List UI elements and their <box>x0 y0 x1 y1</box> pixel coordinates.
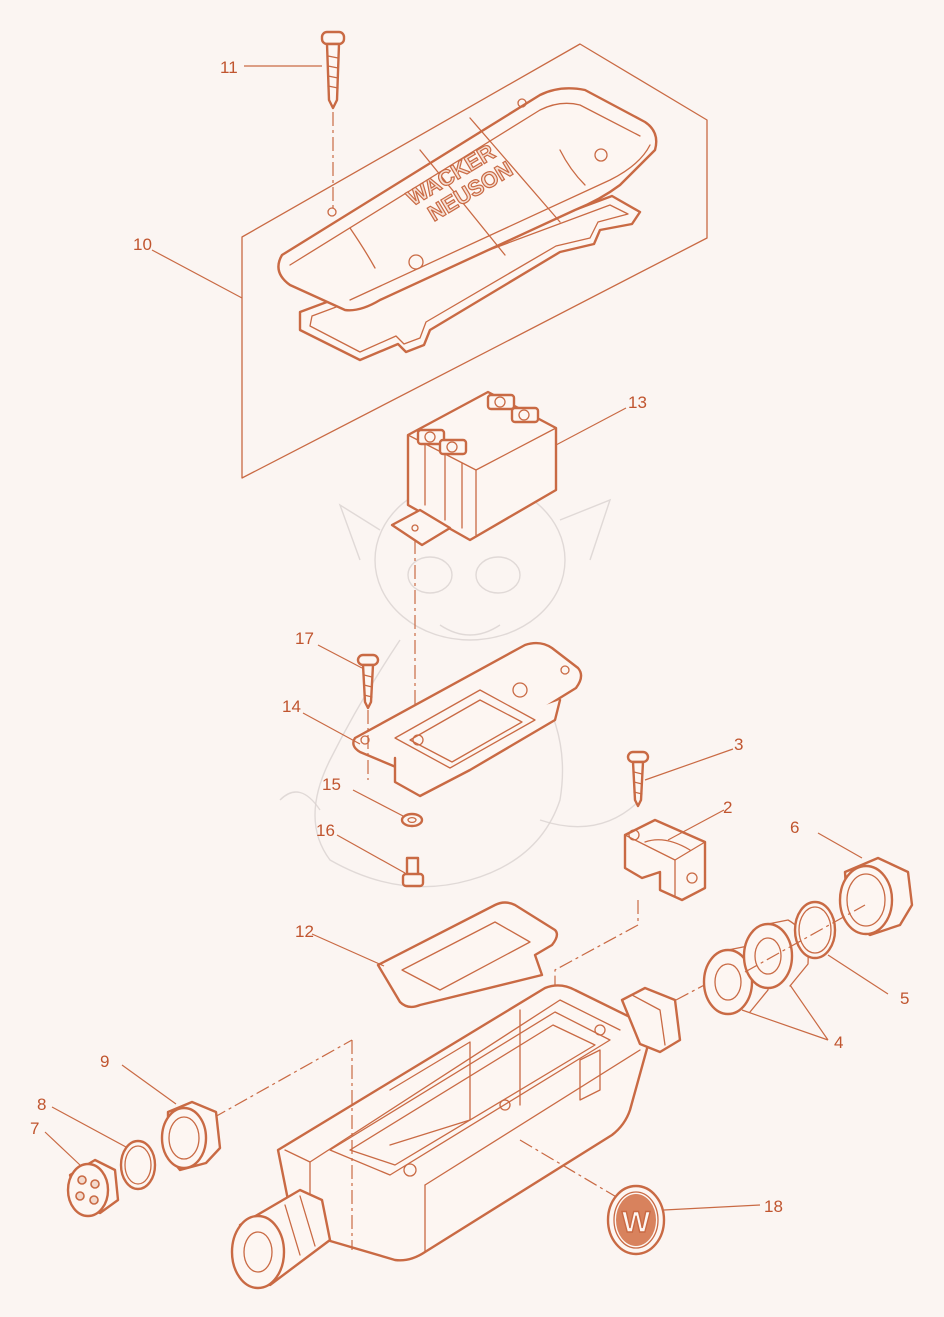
callout-12: 12 <box>295 922 314 941</box>
axis-gland-6 <box>744 904 866 973</box>
part-17-screw <box>356 653 380 710</box>
callout-labels: 11 10 13 17 14 15 16 3 2 6 5 4 12 9 8 7 … <box>30 58 909 1216</box>
leader-lines <box>44 65 889 1211</box>
callout-7: 7 <box>30 1119 39 1138</box>
callout-18: 18 <box>764 1197 783 1216</box>
callout-8: 8 <box>37 1095 46 1114</box>
part-7-insert <box>66 1158 120 1218</box>
part-6-gland-nut <box>838 856 914 937</box>
part-1-housing <box>230 984 682 1290</box>
part-14-plate <box>352 641 583 798</box>
part-5-ring <box>793 900 837 960</box>
assembly-frame <box>241 43 708 479</box>
callout-14: 14 <box>282 697 301 716</box>
callout-4: 4 <box>834 1033 843 1052</box>
callout-10: 10 <box>133 235 152 254</box>
part-8-ring <box>119 1139 157 1191</box>
part-4-seal-rings <box>702 919 809 1016</box>
part-16-bolt <box>401 856 425 888</box>
cover-gasket <box>298 194 642 362</box>
callout-6: 6 <box>790 818 799 837</box>
callout-13: 13 <box>628 393 647 412</box>
axis-gland-9 <box>212 1039 353 1119</box>
part-18-badge: W <box>606 1184 666 1256</box>
cover-body <box>277 87 658 312</box>
part-13-switch <box>390 390 558 547</box>
callout-17: 17 <box>295 629 314 648</box>
callout-3: 3 <box>734 735 743 754</box>
callout-2: 2 <box>723 798 732 817</box>
badge-mark: W <box>622 1206 651 1239</box>
part-2-clamp <box>623 818 707 902</box>
callout-15: 15 <box>322 775 341 794</box>
part-9-gland-nut <box>160 1100 222 1172</box>
callout-16: 16 <box>316 821 335 840</box>
callout-11: 11 <box>220 58 238 77</box>
callout-5: 5 <box>900 989 909 1008</box>
callout-9: 9 <box>100 1052 109 1071</box>
part-12-housing-gasket <box>376 901 559 1009</box>
part-15-washer <box>400 812 424 828</box>
part-3-screw <box>626 750 650 808</box>
part-11-screw <box>320 30 346 110</box>
